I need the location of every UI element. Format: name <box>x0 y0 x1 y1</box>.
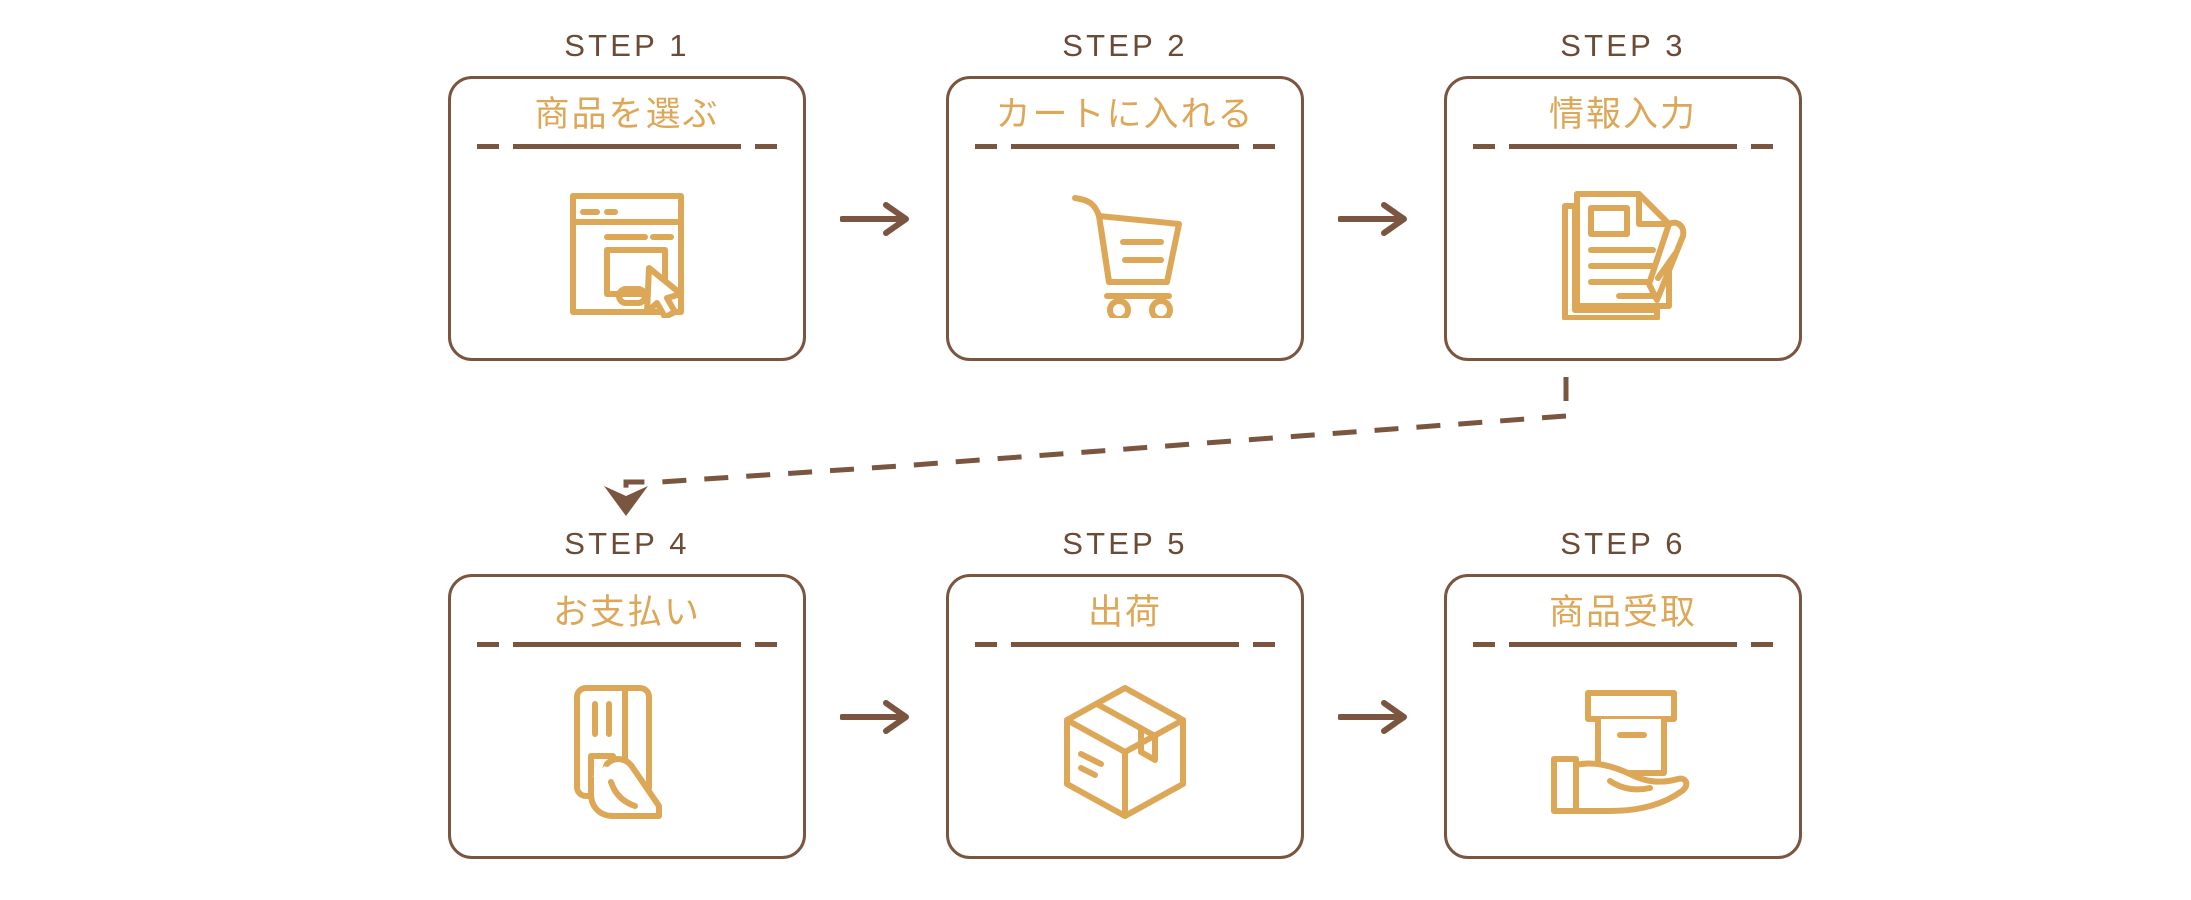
divider-dash-left <box>1473 144 1495 150</box>
step-divider-3 <box>1473 144 1773 150</box>
divider-rule <box>1011 642 1239 648</box>
step-card-3[interactable]: 情報入力 <box>1444 76 1802 361</box>
step-card-6[interactable]: 商品受取 <box>1444 574 1802 859</box>
step-cell-2: STEP 2 カートに入れる <box>946 30 1304 361</box>
step-title-5: 出荷 <box>1087 593 1162 632</box>
step-title-3: 情報入力 <box>1548 95 1697 134</box>
step-label-2: STEP 2 <box>1062 28 1188 63</box>
step-label-4: STEP 4 <box>564 526 690 561</box>
divider-dash-right <box>1751 144 1773 150</box>
arrow-right-icon <box>840 699 909 734</box>
divider-dash-left <box>975 144 997 150</box>
connector-arrowhead-icon <box>604 486 648 516</box>
step-title-4: お支払い <box>552 593 701 632</box>
arrow-right-icon <box>1338 201 1407 236</box>
divider-dash-left <box>1473 642 1495 648</box>
arrow-gap-4-5 <box>806 574 946 859</box>
step-title-6: 商品受取 <box>1548 593 1697 632</box>
step-label-1: STEP 1 <box>564 28 690 63</box>
divider-dash-right <box>755 642 777 648</box>
step-card-5[interactable]: 出荷 <box>946 574 1304 859</box>
step-icon-4 <box>451 647 803 856</box>
step-label-5: STEP 5 <box>1062 526 1188 561</box>
step-row-top: STEP 1 商品を選ぶ <box>448 30 1802 361</box>
divider-rule <box>1509 642 1737 648</box>
divider-rule <box>1509 144 1737 150</box>
step-divider-2 <box>975 144 1275 150</box>
arrow-right-icon <box>1338 699 1407 734</box>
divider-rule <box>1011 144 1239 150</box>
divider-dash-right <box>1253 144 1275 150</box>
arrow-gap-1-2 <box>806 76 946 361</box>
step-cell-6: STEP 6 商品受取 <box>1444 528 1802 859</box>
divider-rule <box>513 144 741 150</box>
step-icon-3 <box>1447 149 1799 358</box>
step-divider-1 <box>477 144 777 150</box>
step-card-2[interactable]: カートに入れる <box>946 76 1304 361</box>
step-cell-5: STEP 5 出荷 <box>946 528 1304 859</box>
divider-dash-right <box>1253 642 1275 648</box>
arrow-gap-2-3 <box>1304 76 1444 361</box>
step-icon-1 <box>451 149 803 358</box>
step-card-1[interactable]: 商品を選ぶ <box>448 76 806 361</box>
step-title-1: 商品を選ぶ <box>534 95 720 134</box>
step-row-bottom: STEP 4 お支払い <box>448 528 1802 859</box>
arrow-right-icon <box>840 201 909 236</box>
step-title-2: カートに入れる <box>995 95 1255 134</box>
step-cell-3: STEP 3 情報入力 <box>1444 30 1802 361</box>
step-divider-5 <box>975 642 1275 648</box>
divider-dash-left <box>975 642 997 648</box>
divider-dash-left <box>477 144 499 150</box>
step-cell-1: STEP 1 商品を選ぶ <box>448 30 806 361</box>
divider-dash-right <box>1751 642 1773 648</box>
divider-dash-left <box>477 642 499 648</box>
step-label-3: STEP 3 <box>1560 28 1686 63</box>
divider-rule <box>513 642 741 648</box>
step-divider-6 <box>1473 642 1773 648</box>
step-icon-6 <box>1447 647 1799 856</box>
arrow-gap-5-6 <box>1304 574 1444 859</box>
connector-diagonal <box>623 413 1567 492</box>
divider-dash-right <box>755 144 777 150</box>
step-icon-2 <box>949 149 1301 358</box>
step-label-6: STEP 6 <box>1560 526 1686 561</box>
step-cell-4: STEP 4 お支払い <box>448 528 806 859</box>
step-card-4[interactable]: お支払い <box>448 574 806 859</box>
step-divider-4 <box>477 642 777 648</box>
step-icon-5 <box>949 647 1301 856</box>
